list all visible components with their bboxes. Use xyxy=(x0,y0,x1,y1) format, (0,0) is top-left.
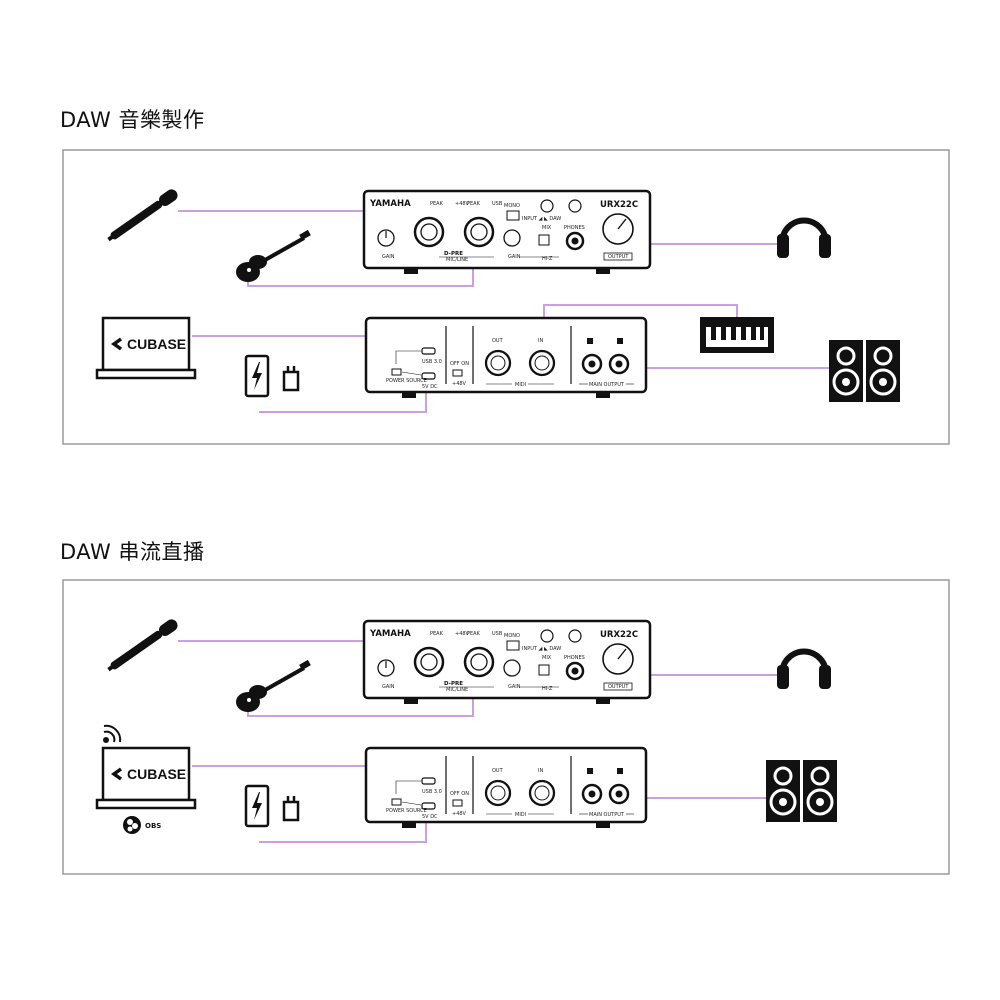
right-output-label: R xyxy=(588,339,592,345)
mix-label: MIX xyxy=(542,225,552,231)
gain-label-2: GAIN xyxy=(508,684,521,690)
cubase-label: CUBASE xyxy=(127,766,186,782)
obs-logo: OBS xyxy=(123,816,161,834)
audio-interface-front-panel: YAMAHA PEAK +48V PEAK USB MONO INPUT ◢ ◣… xyxy=(362,189,652,276)
mic-line-label: MIC/LINE xyxy=(446,687,468,693)
right-output-label: R xyxy=(588,769,592,775)
mix-label: MIX xyxy=(542,655,552,661)
wireless-broadcast-icon xyxy=(103,724,122,743)
output-label: OUTPUT xyxy=(608,254,629,260)
off-on-label: OFF ON xyxy=(450,791,469,797)
midi-out-label: OUT xyxy=(492,338,504,344)
midi-in-label: IN xyxy=(538,338,543,344)
cubase-label: CUBASE xyxy=(127,336,186,352)
usb30-label: USB 3.0 xyxy=(422,359,442,365)
phantom-led-label: +48V xyxy=(455,201,470,207)
speaker-icon-right xyxy=(864,338,902,404)
gain-label-1: GAIN xyxy=(382,684,395,690)
yamaha-logo: YAMAHA xyxy=(369,199,411,209)
mic-line-label: MIC/LINE xyxy=(446,257,468,263)
left-output-label: L xyxy=(618,769,621,775)
audio-interface-back-panel-2: USB 3.0 POWER SOURCE 5V DC OFF ON +48V O… xyxy=(364,746,648,830)
speaker-icon-left xyxy=(827,338,865,404)
output-label: OUTPUT xyxy=(608,684,629,690)
power-source-label: POWER SOURCE xyxy=(386,378,427,384)
mono-label: MONO xyxy=(504,633,520,639)
left-output-label: L xyxy=(618,339,621,345)
peak-led-label: PEAK xyxy=(430,631,444,637)
speaker-icon-left xyxy=(764,758,802,824)
midi-in-label: IN xyxy=(538,768,543,774)
phantom-led-label: +48V xyxy=(455,631,470,637)
peak-led-label-2: PEAK xyxy=(467,201,481,207)
phones-label: PHONES xyxy=(564,225,585,231)
mono-label: MONO xyxy=(504,203,520,209)
gain-label-2: GAIN xyxy=(508,254,521,260)
main-output-label: MAIN OUTPUT xyxy=(589,812,625,818)
input-daw-label: INPUT ◢ ◣ DAW xyxy=(522,216,561,222)
midi-label: MIDI xyxy=(515,382,526,388)
peak-led-label: PEAK xyxy=(430,201,444,207)
usb-led-label: USB xyxy=(492,631,503,637)
midi-keyboard-icon xyxy=(700,317,774,353)
phones-label: PHONES xyxy=(564,655,585,661)
obs-label: OBS xyxy=(145,822,161,830)
laptop-icon: CUBASE xyxy=(95,746,197,810)
yamaha-logo: YAMAHA xyxy=(369,629,411,639)
midi-label: MIDI xyxy=(515,812,526,818)
midi-out-label: OUT xyxy=(492,768,504,774)
phantom-switch-label: +48V xyxy=(452,381,467,387)
input-daw-label: INPUT ◢ ◣ DAW xyxy=(522,646,561,652)
audio-interface-front-panel-2: YAMAHA PEAK +48V PEAK USB MONO INPUT ◢ ◣… xyxy=(362,619,652,706)
off-on-label: OFF ON xyxy=(450,361,469,367)
laptop-icon: CUBASE xyxy=(95,316,197,380)
dpre-label: D-PRE xyxy=(444,251,463,257)
speaker-icon-right xyxy=(801,758,839,824)
dc5v-label: 5V DC xyxy=(422,384,438,390)
dc5v-label: 5V DC xyxy=(422,814,438,820)
dpre-label: D-PRE xyxy=(444,681,463,687)
hiz-label: HI-Z xyxy=(542,256,553,262)
audio-interface-back-panel: USB 3.0 POWER SOURCE 5V DC OFF ON +48V O… xyxy=(364,316,648,400)
usb30-label: USB 3.0 xyxy=(422,789,442,795)
power-source-label: POWER SOURCE xyxy=(386,808,427,814)
model-name: URX22C xyxy=(600,200,638,210)
model-name: URX22C xyxy=(600,630,638,640)
usb-led-label: USB xyxy=(492,201,503,207)
main-output-label: MAIN OUTPUT xyxy=(589,382,625,388)
peak-led-label-2: PEAK xyxy=(467,631,481,637)
gain-label-1: GAIN xyxy=(382,254,395,260)
section-title-daw-streaming: DAW 串流直播 xyxy=(60,540,205,564)
hiz-label: HI-Z xyxy=(542,686,553,692)
phantom-switch-label: +48V xyxy=(452,811,467,817)
section-title-daw-production: DAW 音樂製作 xyxy=(60,108,205,132)
